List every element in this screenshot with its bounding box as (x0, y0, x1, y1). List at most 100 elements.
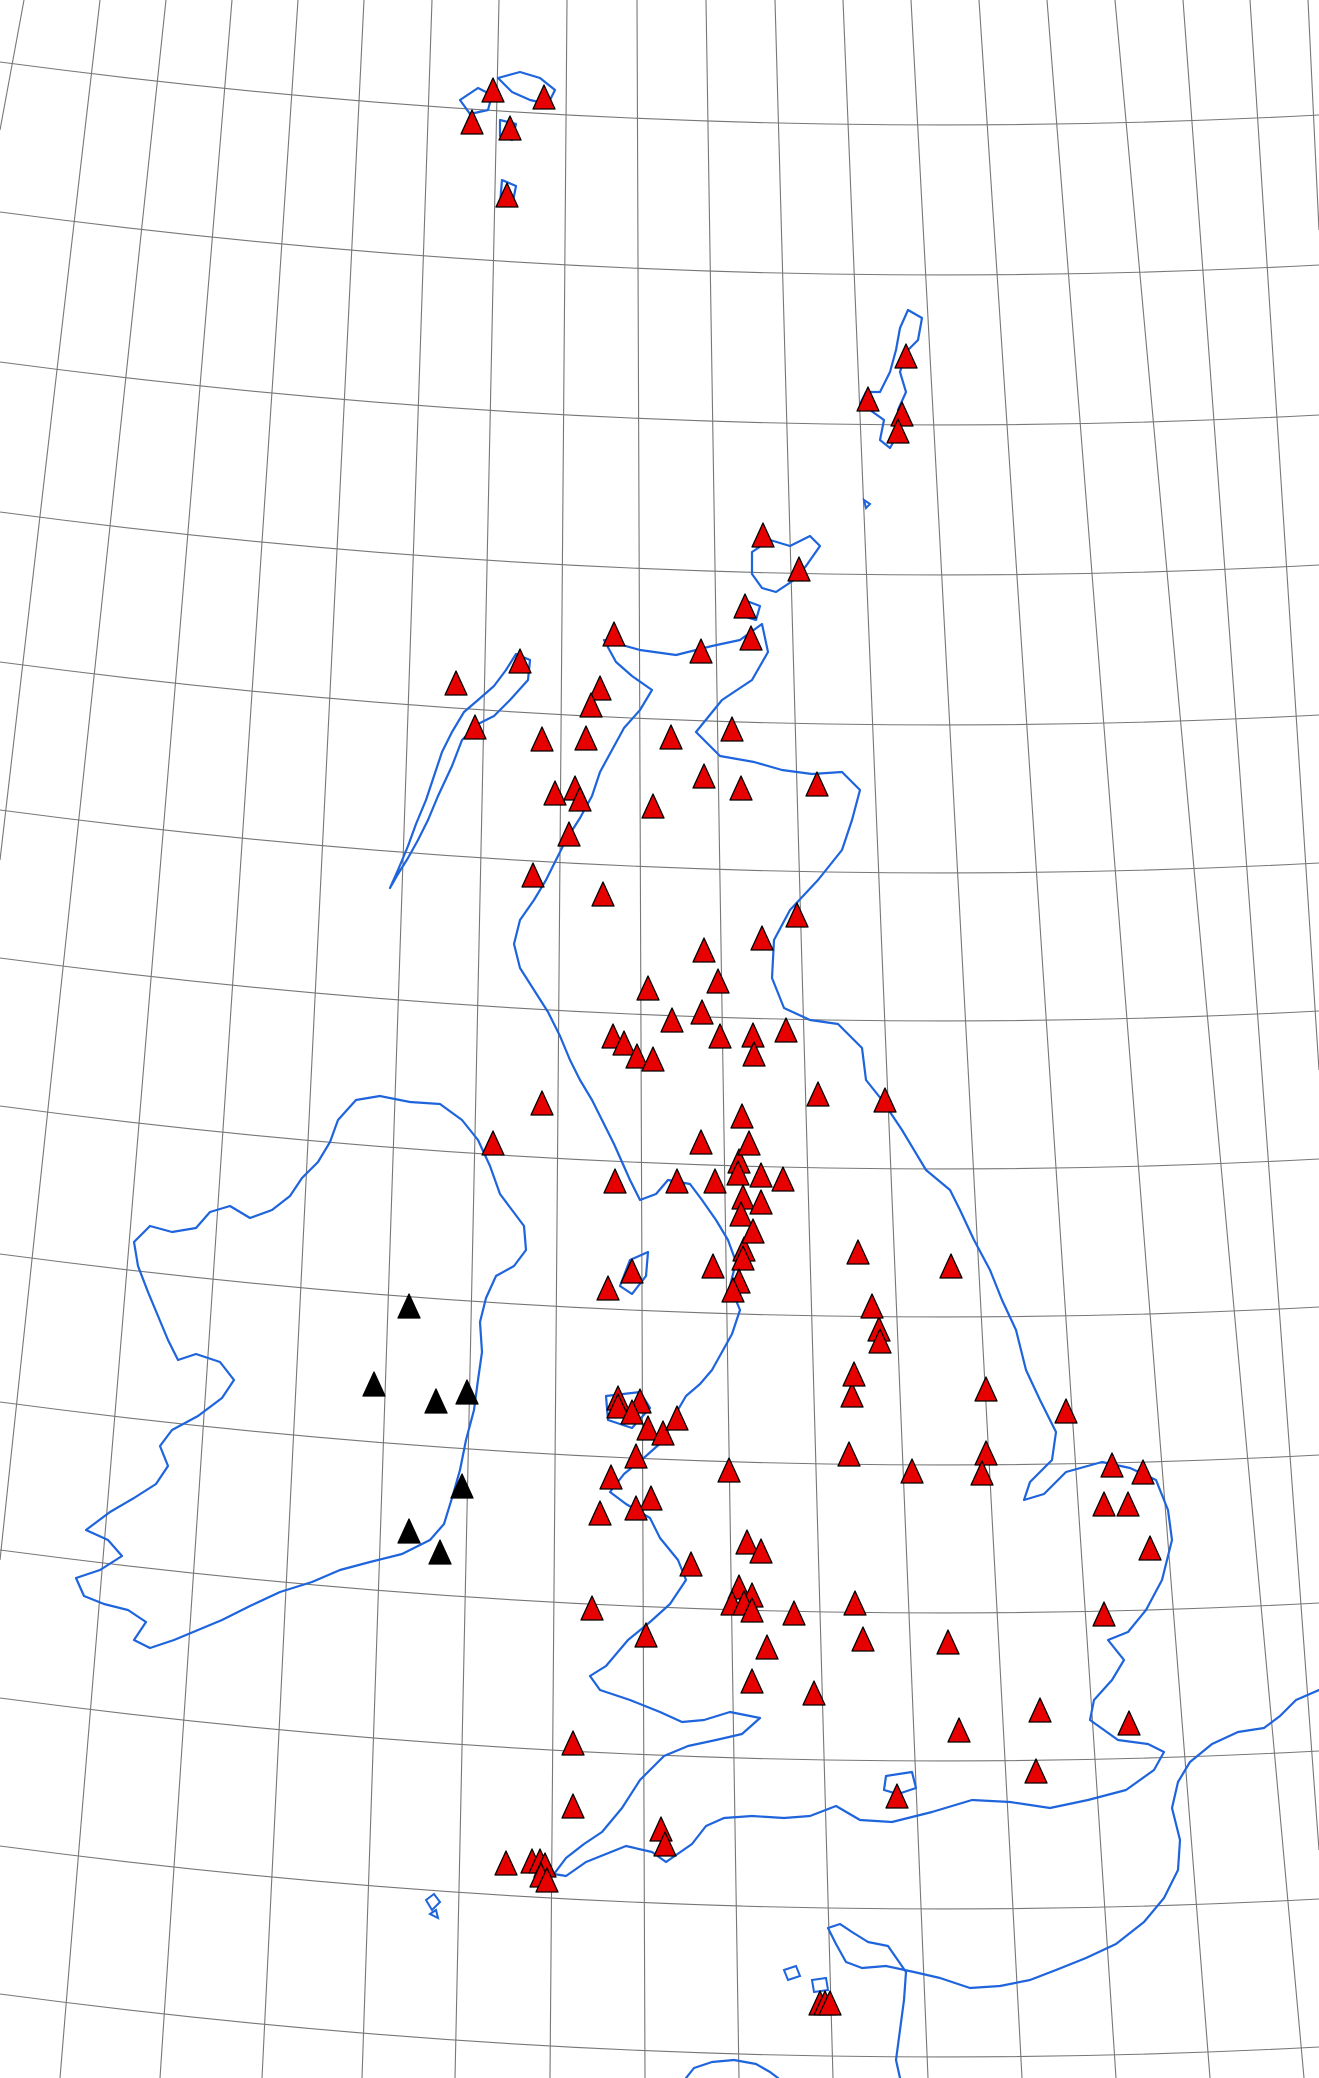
site-marker-red[interactable] (742, 1041, 766, 1067)
site-marker-red[interactable] (574, 725, 598, 751)
site-marker-red[interactable] (588, 1500, 612, 1526)
site-marker-red[interactable] (498, 115, 522, 141)
site-marker-red[interactable] (591, 881, 615, 907)
site-marker-red[interactable] (679, 1551, 703, 1577)
site-marker-red[interactable] (782, 1600, 806, 1626)
site-marker-red[interactable] (885, 1783, 909, 1809)
site-marker-red[interactable] (894, 343, 918, 369)
site-marker-red[interactable] (843, 1590, 867, 1616)
site-marker-red[interactable] (596, 1275, 620, 1301)
site-marker-red[interactable] (729, 1201, 753, 1227)
site-marker-red[interactable] (460, 109, 484, 135)
site-marker-red[interactable] (947, 1717, 971, 1743)
site-marker-red[interactable] (890, 401, 914, 427)
site-marker-red[interactable] (856, 386, 880, 412)
site-marker-red[interactable] (751, 522, 775, 548)
site-marker-red[interactable] (532, 84, 556, 110)
site-marker-red[interactable] (726, 1160, 750, 1186)
site-marker-red[interactable] (802, 1680, 826, 1706)
site-marker-red[interactable] (624, 1443, 648, 1469)
site-marker-red[interactable] (521, 862, 545, 888)
site-marker-red[interactable] (730, 1103, 754, 1129)
site-marker-red[interactable] (612, 1030, 636, 1056)
site-marker-red[interactable] (651, 1420, 675, 1446)
site-marker-red[interactable] (1092, 1601, 1116, 1627)
site-marker-red[interactable] (739, 625, 763, 651)
site-marker-red[interactable] (731, 1245, 755, 1271)
site-marker-red[interactable] (846, 1239, 870, 1265)
site-marker-red[interactable] (530, 1090, 554, 1116)
site-marker-red[interactable] (842, 1361, 866, 1387)
site-marker-red[interactable] (653, 1831, 677, 1857)
site-marker-red[interactable] (840, 1382, 864, 1408)
site-marker-red[interactable] (749, 1538, 773, 1564)
site-marker-red[interactable] (659, 724, 683, 750)
site-marker-red[interactable] (692, 763, 716, 789)
site-marker-red[interactable] (749, 1189, 773, 1215)
site-marker-red[interactable] (599, 1464, 623, 1490)
site-marker-red[interactable] (588, 675, 612, 701)
site-marker-red[interactable] (641, 1046, 665, 1072)
site-marker-red[interactable] (1024, 1758, 1048, 1784)
site-marker-red[interactable] (508, 648, 532, 674)
site-marker-red[interactable] (701, 1253, 725, 1279)
site-marker-black[interactable] (455, 1379, 479, 1405)
site-marker-red[interactable] (561, 1730, 585, 1756)
site-marker-red[interactable] (603, 1168, 627, 1194)
site-marker-red[interactable] (580, 1595, 604, 1621)
site-marker-red[interactable] (620, 1399, 644, 1425)
site-marker-red[interactable] (729, 775, 753, 801)
site-marker-red[interactable] (741, 1218, 765, 1244)
site-marker-red[interactable] (706, 968, 730, 994)
site-marker-red[interactable] (740, 1668, 764, 1694)
site-marker-red[interactable] (639, 1485, 663, 1511)
site-marker-red[interactable] (692, 937, 716, 963)
site-marker-black[interactable] (362, 1371, 386, 1397)
site-marker-red[interactable] (689, 638, 713, 664)
site-marker-red[interactable] (543, 780, 567, 806)
site-marker-red[interactable] (1100, 1452, 1124, 1478)
site-marker-red[interactable] (481, 77, 505, 103)
site-marker-red[interactable] (886, 418, 910, 444)
site-marker-red[interactable] (690, 999, 714, 1025)
site-marker-red[interactable] (606, 1393, 630, 1419)
site-marker-black[interactable] (424, 1388, 448, 1414)
site-marker-red[interactable] (557, 821, 581, 847)
site-marker-red[interactable] (665, 1405, 689, 1431)
site-marker-red[interactable] (636, 1415, 660, 1441)
site-marker-red[interactable] (721, 1277, 745, 1303)
site-marker-red[interactable] (625, 1043, 649, 1069)
site-marker-red[interactable] (749, 1162, 773, 1188)
site-marker-red[interactable] (1138, 1535, 1162, 1561)
site-marker-black[interactable] (397, 1518, 421, 1544)
site-marker-red[interactable] (561, 1793, 585, 1819)
site-marker-red[interactable] (530, 726, 554, 752)
site-marker-red[interactable] (785, 902, 809, 928)
site-marker-red[interactable] (444, 670, 468, 696)
site-marker-red[interactable] (620, 1258, 644, 1284)
site-marker-red[interactable] (1054, 1398, 1078, 1424)
site-marker-red[interactable] (463, 714, 487, 740)
site-marker-red[interactable] (1092, 1491, 1116, 1517)
site-marker-red[interactable] (740, 1597, 764, 1623)
site-marker-red[interactable] (660, 1007, 684, 1033)
site-marker-red[interactable] (624, 1495, 648, 1521)
site-marker-red[interactable] (936, 1629, 960, 1655)
site-marker-red[interactable] (1131, 1459, 1155, 1485)
site-marker-red[interactable] (634, 1622, 658, 1648)
site-marker-red[interactable] (579, 692, 603, 718)
site-marker-red[interactable] (787, 556, 811, 582)
site-marker-red[interactable] (481, 1130, 505, 1156)
site-marker-red[interactable] (737, 1130, 761, 1156)
site-marker-red[interactable] (708, 1023, 732, 1049)
site-marker-red[interactable] (900, 1458, 924, 1484)
site-marker-red[interactable] (636, 975, 660, 1001)
site-marker-red[interactable] (717, 1457, 741, 1483)
site-marker-red[interactable] (755, 1634, 779, 1660)
site-marker-red[interactable] (733, 593, 757, 619)
site-marker-red[interactable] (818, 1990, 842, 2016)
site-marker-red[interactable] (970, 1460, 994, 1486)
site-marker-red[interactable] (665, 1168, 689, 1194)
site-marker-red[interactable] (860, 1293, 884, 1319)
